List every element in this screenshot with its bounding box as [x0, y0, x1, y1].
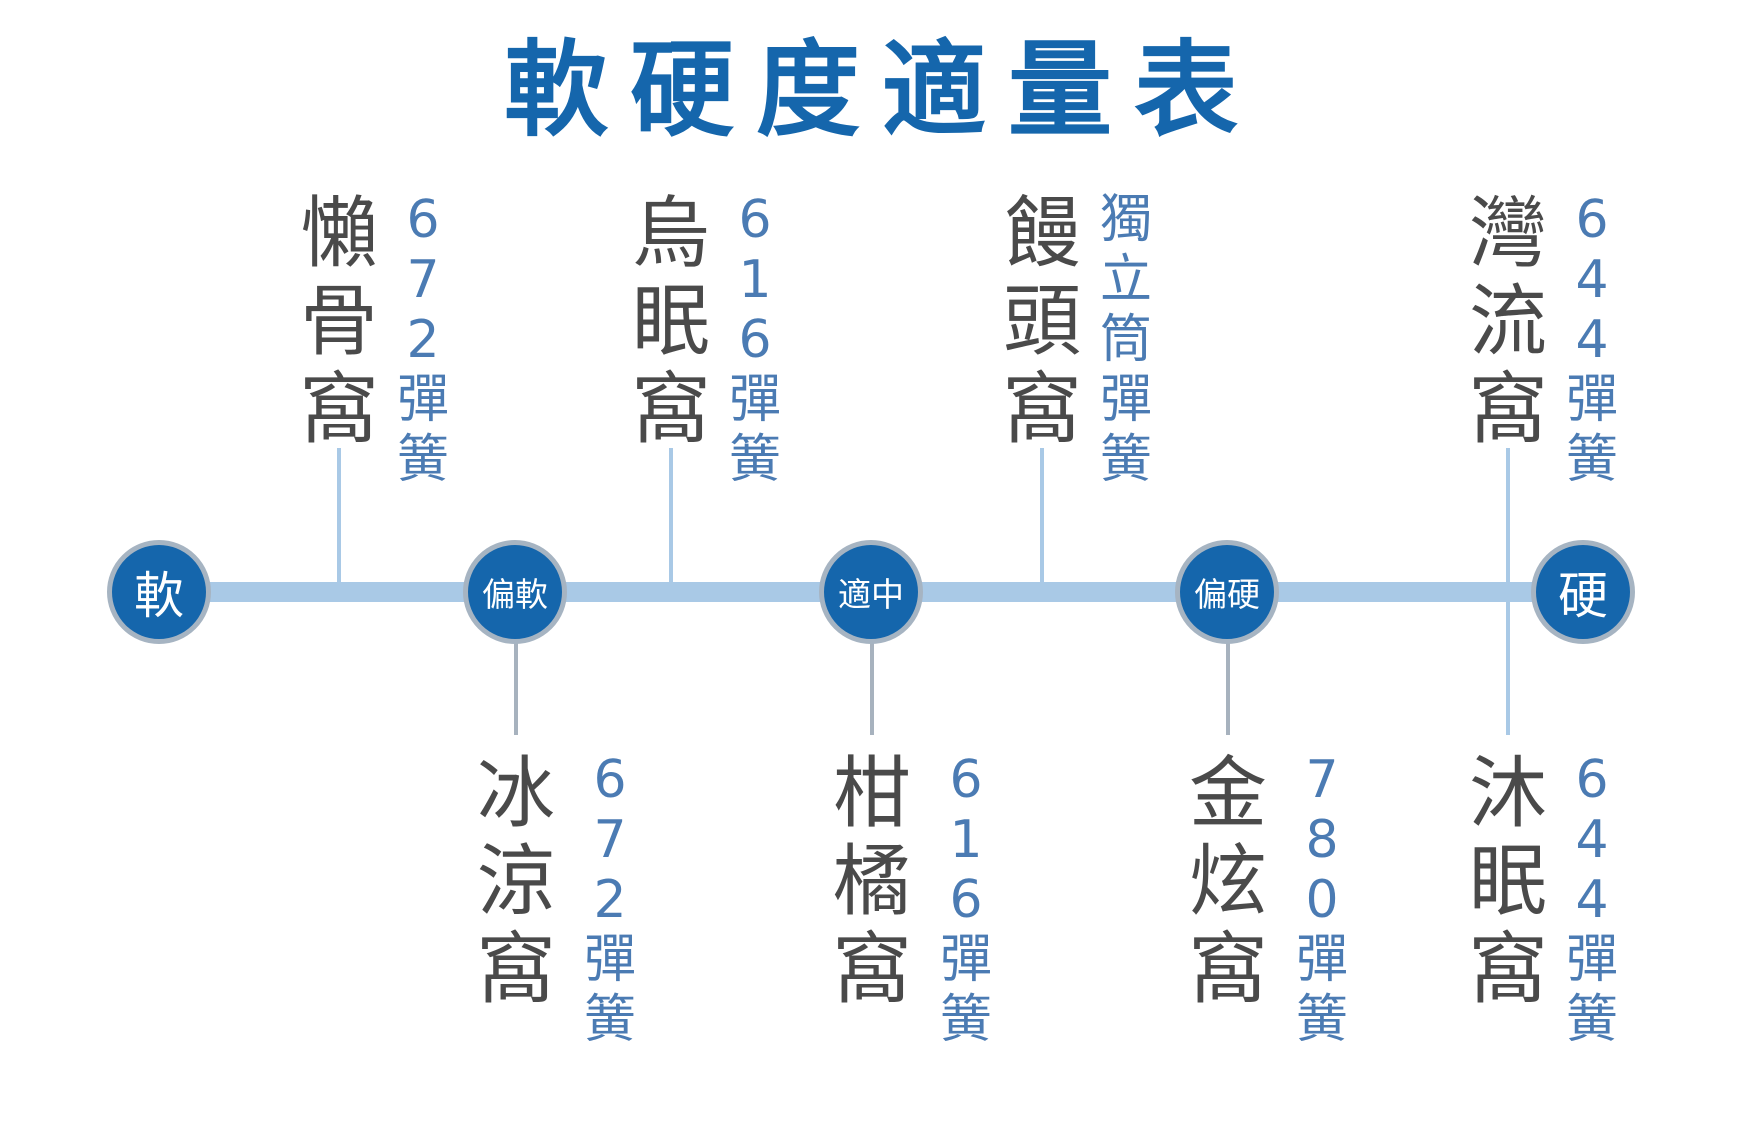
- glyph: 窩: [631, 365, 710, 455]
- glyph: 涼: [476, 837, 555, 927]
- glyph: 饅: [1002, 189, 1081, 279]
- glyph: 6: [738, 190, 772, 250]
- scale-node-hard: 硬: [1531, 540, 1635, 644]
- glyph: 1: [949, 810, 983, 870]
- glyph: 彈: [1565, 930, 1618, 990]
- glyph: 骨: [299, 277, 378, 367]
- glyph: 窩: [832, 925, 911, 1015]
- glyph: 金: [1188, 749, 1267, 839]
- glyph: 彈: [939, 930, 992, 990]
- glyph: 7: [593, 810, 627, 870]
- glyph: 窩: [1188, 925, 1267, 1015]
- product-name-bottom-1: 柑橘窩: [832, 750, 912, 1014]
- glyph: 簧: [728, 430, 781, 490]
- product-name-bottom-3: 沐眠窩: [1468, 750, 1548, 1014]
- glyph: 眠: [1468, 837, 1547, 927]
- glyph: 懶: [299, 189, 378, 279]
- glyph: 7: [1305, 750, 1339, 810]
- stem-top-3: [1506, 448, 1510, 592]
- glyph: 彈: [1295, 930, 1348, 990]
- glyph: 6: [1575, 190, 1609, 250]
- glyph: 彈: [396, 370, 449, 430]
- glyph: 冰: [476, 749, 555, 839]
- glyph: 流: [1468, 277, 1547, 367]
- glyph: 灣: [1468, 189, 1547, 279]
- glyph: 6: [406, 190, 440, 250]
- glyph: 窩: [299, 365, 378, 455]
- glyph: 2: [593, 870, 627, 930]
- scale-node-semi-soft: 偏軟: [463, 540, 567, 644]
- glyph: 眠: [631, 277, 710, 367]
- glyph: 窩: [476, 925, 555, 1015]
- glyph: 彈: [728, 370, 781, 430]
- glyph: 彈: [1099, 370, 1152, 430]
- glyph: 窩: [1468, 365, 1547, 455]
- glyph: 簧: [396, 430, 449, 490]
- product-name-top-2: 饅頭窩: [1002, 190, 1082, 454]
- glyph: 簧: [939, 990, 992, 1050]
- glyph: 柑: [832, 749, 911, 839]
- glyph: 4: [1575, 810, 1609, 870]
- glyph: 獨: [1099, 190, 1152, 250]
- glyph: 筒: [1099, 310, 1152, 370]
- glyph: 彈: [583, 930, 636, 990]
- glyph: 簧: [583, 990, 636, 1050]
- glyph: 簧: [1295, 990, 1348, 1050]
- product-name-top-1: 烏眠窩: [631, 190, 711, 454]
- stem-bottom-2: [1226, 592, 1230, 735]
- glyph: 6: [593, 750, 627, 810]
- glyph: 簧: [1099, 430, 1152, 490]
- glyph: 0: [1305, 870, 1339, 930]
- product-name-bottom-0: 冰涼窩: [476, 750, 556, 1014]
- glyph: 6: [949, 870, 983, 930]
- glyph: 4: [1575, 250, 1609, 310]
- scale-node-medium: 適中: [819, 540, 923, 644]
- product-name-bottom-2: 金炫窩: [1188, 750, 1268, 1014]
- scale-node-semi-hard: 偏硬: [1175, 540, 1279, 644]
- glyph: 炫: [1188, 837, 1267, 927]
- glyph: 8: [1305, 810, 1339, 870]
- glyph: 6: [738, 310, 772, 370]
- glyph: 6: [1575, 750, 1609, 810]
- glyph: 1: [738, 250, 772, 310]
- stem-bottom-3: [1506, 592, 1510, 735]
- glyph: 6: [949, 750, 983, 810]
- product-name-top-3: 灣流窩: [1468, 190, 1548, 454]
- chart-title: 軟硬度適量表: [503, 29, 1260, 151]
- glyph: 2: [406, 310, 440, 370]
- glyph: 簧: [1565, 990, 1618, 1050]
- stem-top-0: [337, 448, 341, 592]
- glyph: 7: [406, 250, 440, 310]
- glyph: 窩: [1002, 365, 1081, 455]
- product-name-top-0: 懶骨窩: [299, 190, 379, 454]
- glyph: 簧: [1565, 430, 1618, 490]
- glyph: 頭: [1002, 277, 1081, 367]
- stem-top-2: [1040, 448, 1044, 592]
- glyph: 立: [1099, 250, 1152, 310]
- stem-top-1: [669, 448, 673, 592]
- glyph: 4: [1575, 310, 1609, 370]
- glyph: 橘: [832, 837, 911, 927]
- product-spec-top-2: 獨立筒彈簧: [1096, 190, 1156, 490]
- stem-bottom-1: [870, 592, 874, 735]
- glyph: 烏: [631, 189, 710, 279]
- glyph: 沐: [1468, 749, 1547, 839]
- scale-node-soft: 軟: [107, 540, 211, 644]
- glyph: 窩: [1468, 925, 1547, 1015]
- glyph: 4: [1575, 870, 1609, 930]
- stem-bottom-0: [514, 592, 518, 735]
- glyph: 彈: [1565, 370, 1618, 430]
